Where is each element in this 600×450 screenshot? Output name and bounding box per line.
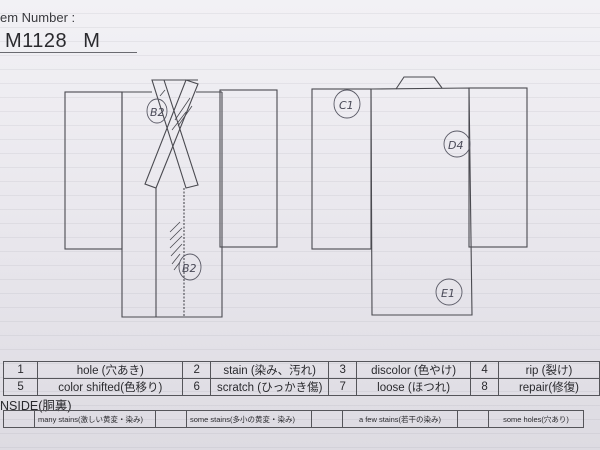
front-left-sleeve bbox=[64, 91, 123, 250]
legend-num: 1 bbox=[2, 361, 39, 379]
inside-option-label: some holes(穴あり) bbox=[488, 410, 584, 428]
legend-label: rip (裂け) bbox=[497, 361, 600, 379]
annotation-text-back-d4: D4 bbox=[448, 139, 463, 152]
annotation-circle-front-collar bbox=[146, 98, 168, 124]
legend-num: 6 bbox=[182, 378, 212, 396]
inside-row: many stains(激しい黄変・染み) some stains(多小の黄変・… bbox=[3, 410, 584, 428]
item-number-value: M1128 M bbox=[5, 30, 101, 52]
damage-legend-table: 1 hole (穴あき) 2 stain (染み、汚れ) 3 discolor … bbox=[2, 361, 600, 396]
legend-label: scratch (ひっかき傷) bbox=[210, 378, 330, 396]
legend-row: 5 color shifted(色移り) 6 scratch (ひっかき傷) 7… bbox=[2, 378, 600, 396]
inside-checkbox-few-stains[interactable] bbox=[311, 410, 343, 428]
inside-option-label: a few stains(若干の染み) bbox=[342, 410, 458, 428]
legend-label: color shifted(色移り) bbox=[37, 378, 184, 396]
inside-option-label: some stains(多小の黄変・染み) bbox=[186, 410, 312, 428]
legend-num: 3 bbox=[328, 361, 358, 379]
front-right-sleeve bbox=[219, 89, 278, 248]
inside-option-label: many stains(激しい黄変・染み) bbox=[34, 410, 156, 428]
inside-checkbox-many-stains[interactable] bbox=[3, 410, 35, 428]
item-number-label: em Number : bbox=[0, 10, 76, 25]
back-left-sleeve bbox=[311, 88, 372, 250]
inside-checkbox-some-stains[interactable] bbox=[155, 410, 187, 428]
inside-checkbox-some-holes[interactable] bbox=[457, 410, 489, 428]
legend-label: discolor (色やけ) bbox=[356, 361, 472, 379]
legend-label: repair(修復) bbox=[497, 378, 600, 396]
annotation-text-back-c1: C1 bbox=[339, 99, 354, 112]
annotation-circle-front-body bbox=[178, 253, 202, 281]
legend-label: stain (染み、汚れ) bbox=[210, 361, 330, 379]
legend-label: loose (ほつれ) bbox=[356, 378, 472, 396]
legend-num: 4 bbox=[470, 361, 499, 379]
inside-lining-heading: NSIDE(胴裏) bbox=[0, 399, 72, 413]
inside-lining-table: many stains(激しい黄変・染み) some stains(多小の黄変・… bbox=[3, 410, 584, 428]
item-number-underline bbox=[0, 52, 137, 53]
legend-num: 2 bbox=[182, 361, 212, 379]
back-right-sleeve bbox=[468, 87, 528, 248]
annotation-text-front-body: B2 bbox=[182, 262, 197, 275]
legend-label: hole (穴あき) bbox=[37, 361, 184, 379]
legend-num: 8 bbox=[470, 378, 499, 396]
legend-num: 5 bbox=[2, 378, 39, 396]
annotation-circle-back-e1 bbox=[435, 278, 463, 306]
annotation-circle-back-d4 bbox=[443, 130, 471, 158]
annotation-text-back-e1: E1 bbox=[441, 287, 455, 300]
kimono-diagram: B2 B2 C1 D4 E1 bbox=[64, 76, 528, 318]
legend-row: 1 hole (穴あき) 2 stain (染み、汚れ) 3 discolor … bbox=[2, 361, 600, 379]
front-view-kimono bbox=[64, 79, 278, 318]
annotation-text-front-collar: B2 bbox=[150, 106, 165, 119]
back-view-kimono bbox=[311, 76, 528, 316]
annotation-circle-back-c1 bbox=[333, 89, 361, 119]
legend-num: 7 bbox=[328, 378, 358, 396]
